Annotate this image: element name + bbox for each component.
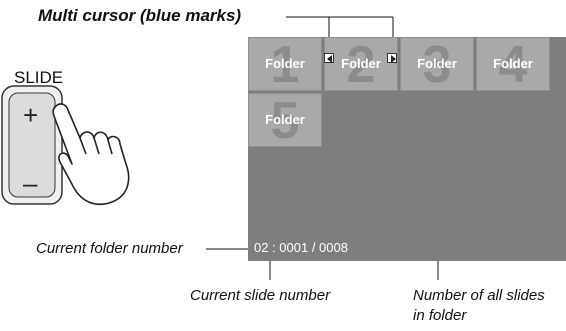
slide-button-label: SLIDE bbox=[14, 68, 64, 87]
right-arrow-marker-icon bbox=[387, 53, 397, 63]
slide-button[interactable]: + – bbox=[0, 84, 160, 214]
tile-number: 4 bbox=[498, 37, 528, 91]
current-folder-annotation: Current folder number bbox=[36, 240, 183, 257]
folder-tile[interactable]: 4 Folder bbox=[476, 37, 550, 91]
tile-label: Folder bbox=[417, 56, 457, 71]
slide-screen: 1 Folder 2 Folder 3 Folder 4 Folder 5 Fo… bbox=[248, 37, 566, 261]
tile-label: Folder bbox=[265, 56, 305, 71]
tile-number: 5 bbox=[270, 93, 300, 147]
slide-status-text: 02 : 0001 / 0008 bbox=[254, 240, 348, 255]
tile-number: 3 bbox=[422, 37, 452, 91]
slide-plus-sign: + bbox=[23, 100, 38, 130]
all-slides-annotation-line2: in folder bbox=[413, 307, 467, 324]
slide-minus-sign: – bbox=[23, 168, 38, 198]
tile-label: Folder bbox=[265, 112, 305, 127]
all-slides-annotation-line1: Number of all slides bbox=[413, 287, 545, 304]
multi-cursor-callout: Multi cursor (blue marks) bbox=[38, 6, 242, 25]
tile-label: Folder bbox=[341, 56, 381, 71]
folder-tile[interactable]: 2 Folder bbox=[324, 37, 398, 91]
folder-tile[interactable]: 3 Folder bbox=[400, 37, 474, 91]
folder-tile[interactable]: 5 Folder bbox=[248, 93, 322, 147]
tile-number: 1 bbox=[270, 37, 300, 91]
pointing-hand-icon bbox=[52, 103, 130, 206]
current-slide-annotation: Current slide number bbox=[190, 287, 331, 304]
folder-tile[interactable]: 1 Folder bbox=[248, 37, 322, 91]
tile-label: Folder bbox=[493, 56, 533, 71]
left-arrow-marker-icon bbox=[324, 53, 334, 63]
tile-number: 2 bbox=[346, 37, 376, 91]
